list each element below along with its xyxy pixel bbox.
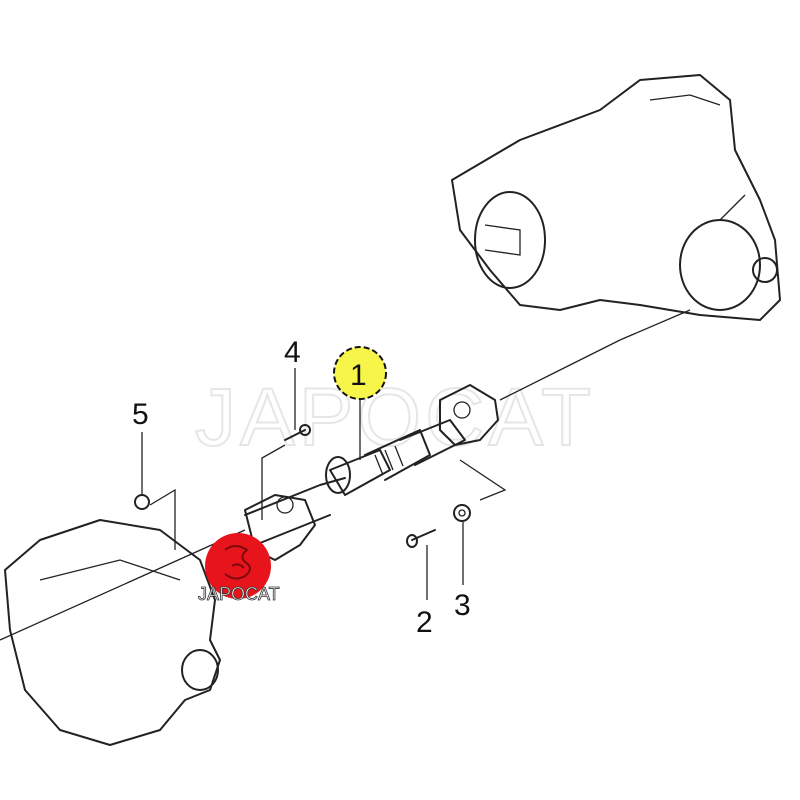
callout-5[interactable]: 5 xyxy=(132,398,149,431)
callout-3[interactable]: 3 xyxy=(454,589,471,622)
japocat-logo: JAPOCAT xyxy=(198,533,280,604)
svg-text:JAPOCAT: JAPOCAT xyxy=(198,584,280,604)
callout-1-highlight xyxy=(333,346,387,400)
callout-4[interactable]: 4 xyxy=(284,336,301,369)
differential-drawing xyxy=(4,519,221,746)
callout-2[interactable]: 2 xyxy=(416,606,433,639)
transfer-case-drawing xyxy=(451,74,781,321)
watermark: JAPOCAT xyxy=(195,372,595,463)
leader-lines xyxy=(141,368,464,600)
callout-1[interactable]: 1 xyxy=(350,359,367,392)
